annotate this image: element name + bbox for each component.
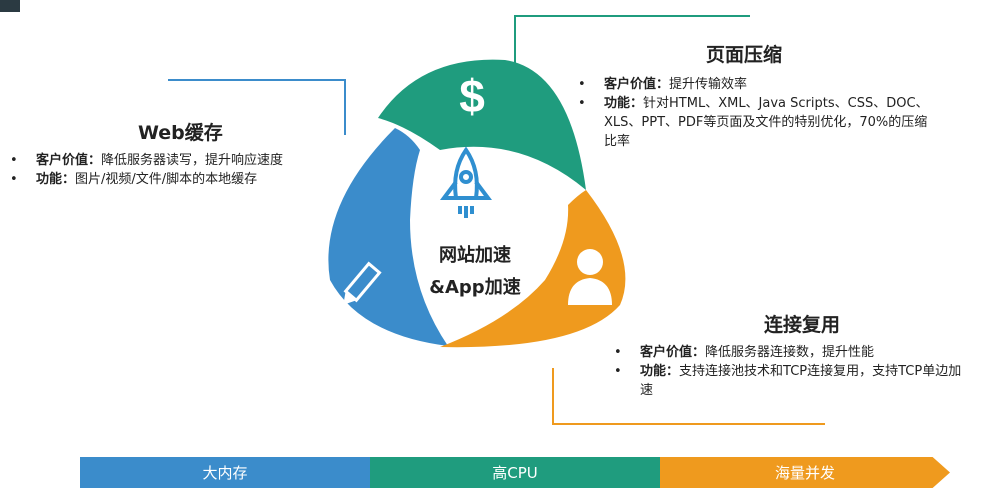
rocket-icon <box>440 146 492 218</box>
list-item: 功能：支持连接池技术和TCP连接复用，支持TCP单边加速 <box>614 362 1000 400</box>
green-blade <box>378 59 586 190</box>
list-item: 客户价值：降低服务器读写，提升响应速度 <box>10 151 350 170</box>
orange-blade <box>440 190 626 348</box>
page-compress-title: 页面压缩 <box>706 44 783 66</box>
blue-blade <box>328 128 448 346</box>
bottom-bar-cpu: 高CPU <box>370 457 660 488</box>
center-line2: &App加速 <box>429 277 521 298</box>
web-cache-title: Web缓存 <box>138 122 223 144</box>
page-compress-connector <box>514 15 750 65</box>
web-cache-connector <box>168 79 346 135</box>
corner-block <box>0 0 20 12</box>
user-icon <box>568 249 612 305</box>
pencil-icon <box>343 261 382 305</box>
conn-reuse-connector <box>552 368 825 425</box>
conn-reuse-title: 连接复用 <box>764 314 841 336</box>
center-line1: 网站加速 <box>439 245 511 266</box>
list-item: 客户价值：提升传输效率 <box>578 75 938 94</box>
list-item: 功能：针对HTML、XML、Java Scripts、CSS、DOC、XLS、P… <box>578 94 938 151</box>
dollar-icon: $ <box>459 70 485 122</box>
bottom-bar-memory: 大内存 <box>80 457 370 488</box>
center-label: 网站加速 &App加速 <box>410 240 540 304</box>
web-cache-block: Web缓存 客户价值：降低服务器读写，提升响应速度 功能：图片/视频/文件/脚本… <box>10 118 350 189</box>
bottom-bar-concurrency: 海量并发 <box>660 457 950 488</box>
list-item: 客户价值：降低服务器连接数，提升性能 <box>614 343 1000 362</box>
conn-reuse-block: 连接复用 客户价值：降低服务器连接数，提升性能 功能：支持连接池技术和TCP连接… <box>614 310 1000 400</box>
list-item: 功能：图片/视频/文件/脚本的本地缓存 <box>10 170 350 189</box>
page-compress-block: 页面压缩 客户价值：提升传输效率 功能：针对HTML、XML、Java Scri… <box>578 40 938 151</box>
